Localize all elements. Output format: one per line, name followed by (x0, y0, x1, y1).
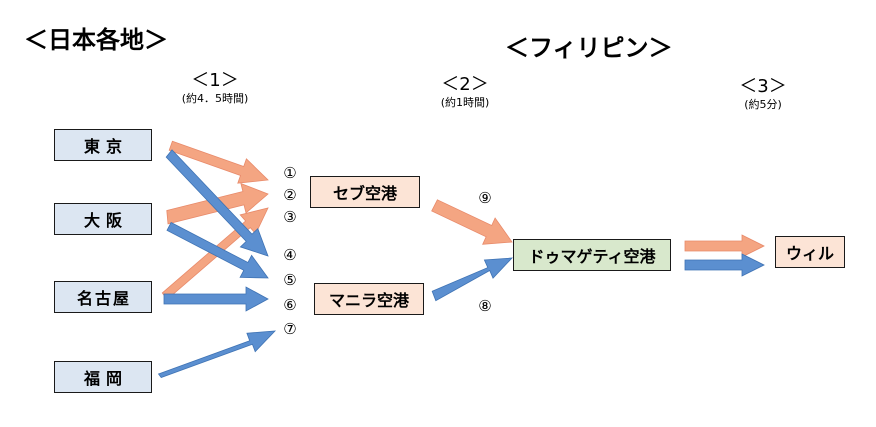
step-2-label: ＜2＞ (約1時間) (420, 74, 510, 109)
city-tokyo: 東京 (54, 129, 152, 161)
city-fukuoka: 福岡 (54, 361, 152, 393)
step-3-label: ＜3＞ (約5分) (718, 76, 808, 111)
city-osaka: 大阪 (54, 203, 152, 235)
step-2-number: ＜2＞ (441, 74, 489, 95)
arrow-dumaguete-will-orange (684, 234, 765, 258)
airport-dumaguete: ドゥマゲティ空港 (513, 239, 671, 271)
route-7: ⑦ (283, 320, 297, 338)
arrow-manila-dumaguete (431, 257, 513, 302)
arrow-tokyo-manila (165, 149, 269, 257)
step-3-number: ＜3＞ (739, 76, 787, 97)
airport-manila: マニラ空港 (314, 283, 424, 315)
route-4: ④ (283, 246, 297, 264)
arrow-dumaguete-will-blue (684, 253, 765, 277)
step-3-duration: (約5分) (744, 98, 782, 111)
route-5: ⑤ (283, 271, 297, 289)
arrow-cebu-dumaguete (431, 199, 513, 245)
arrow-osaka-manila (166, 221, 269, 279)
airport-cebu: セブ空港 (310, 176, 420, 208)
arrow-nagoya-manila (163, 286, 269, 312)
arrow-tokyo-cebu (168, 140, 269, 184)
step-1-duration: (約4．5時間) (181, 92, 249, 105)
step-1-number: ＜1＞ (191, 70, 239, 91)
arrow-fukuoka-manila (157, 330, 277, 378)
route-3: ③ (283, 208, 297, 226)
route-6: ⑥ (283, 296, 297, 314)
philippines-heading: ＜フィリピン＞ (505, 34, 673, 62)
step-2-duration: (約1時間) (440, 96, 490, 109)
japan-heading: ＜日本各地＞ (24, 26, 168, 54)
route-8: ⑧ (478, 297, 492, 315)
route-2: ② (283, 186, 297, 204)
route-9: ⑨ (478, 189, 492, 207)
city-nagoya: 名古屋 (54, 281, 152, 313)
destination-will: ウィル (775, 236, 845, 268)
route-1: ① (283, 164, 297, 182)
step-1-label: ＜1＞ (約4．5時間) (170, 70, 260, 105)
